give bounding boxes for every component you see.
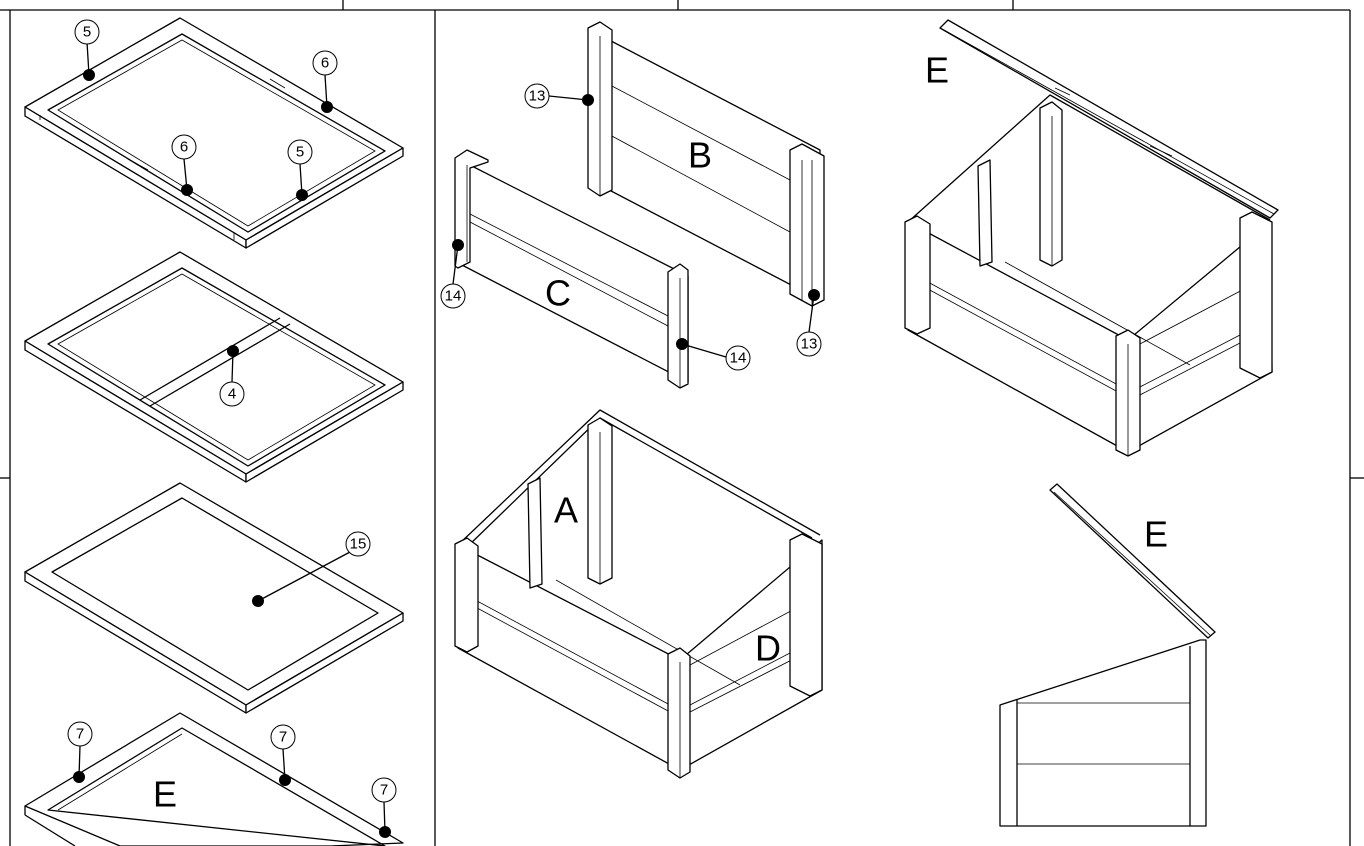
frame-1-callout-6a: 6 bbox=[312, 50, 338, 113]
callout-label: 13 bbox=[801, 336, 818, 353]
assembly-lid-open bbox=[904, 19, 1279, 457]
frame-4-callout-7a: 7 bbox=[67, 721, 93, 783]
frame-4-callout-7c: 7 bbox=[371, 777, 397, 838]
callout-label: 6 bbox=[180, 139, 188, 156]
frame-3-callout-15: 15 bbox=[252, 531, 371, 607]
callout-label: 7 bbox=[76, 726, 84, 743]
callout-label: 5 bbox=[296, 144, 304, 161]
wall-c-callout-14a: 14 bbox=[440, 239, 466, 309]
side-view-part-label: E bbox=[1144, 514, 1168, 555]
frame-step-1 bbox=[24, 17, 404, 249]
wall-c-part-label: C bbox=[545, 273, 571, 314]
frame-1-callout-6b: 6 bbox=[171, 134, 197, 196]
callout-label: 7 bbox=[380, 782, 388, 799]
frame-2-callout-4: 4 bbox=[219, 345, 245, 407]
callout-label: 7 bbox=[279, 729, 287, 746]
wall-c bbox=[454, 149, 689, 389]
callout-label: 6 bbox=[321, 55, 329, 72]
callout-label: 14 bbox=[730, 350, 747, 367]
callout-label: 5 bbox=[83, 24, 91, 41]
frame-step-3 bbox=[24, 482, 404, 714]
wall-b-callout-13a: 13 bbox=[524, 83, 594, 109]
side-view bbox=[999, 483, 1216, 827]
callout-label: 4 bbox=[228, 386, 236, 403]
lid-open-part-label: E bbox=[925, 50, 949, 91]
wall-c-callout-14b: 14 bbox=[676, 338, 751, 371]
callout-label: 13 bbox=[529, 88, 546, 105]
assembly-box bbox=[454, 409, 823, 779]
callout-label: 14 bbox=[445, 288, 462, 305]
frame-4-part-label: E bbox=[153, 774, 177, 815]
frame-1-callout-5b: 5 bbox=[287, 139, 313, 201]
frame-step-4 bbox=[24, 712, 404, 846]
callout-label: 15 bbox=[350, 536, 367, 553]
wall-b-part-label: B bbox=[688, 135, 712, 176]
frame-4-callout-7b: 7 bbox=[270, 724, 296, 786]
frame-step-2 bbox=[24, 251, 404, 483]
assembly-label-d: D bbox=[755, 628, 781, 669]
wall-b bbox=[587, 21, 825, 307]
assembly-label-a: A bbox=[554, 490, 578, 531]
wall-b-callout-13b: 13 bbox=[796, 289, 822, 357]
frame-1-callout-5a: 5 bbox=[74, 19, 100, 81]
